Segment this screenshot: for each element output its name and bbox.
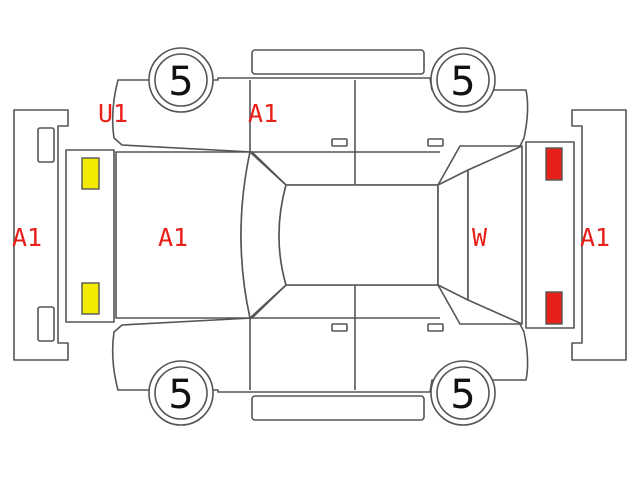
- code-rear-glass: W: [472, 223, 488, 252]
- headlight-left: [81, 157, 100, 190]
- tire-front-left: 5: [148, 47, 214, 113]
- tire-front-right-score: 5: [168, 372, 193, 418]
- rear-panel: [525, 141, 575, 329]
- tire-front-left-score: 5: [168, 59, 193, 105]
- code-hood: A1: [158, 223, 188, 252]
- side-top: [111, 77, 529, 186]
- roof: [278, 184, 439, 286]
- roof-rail-bottom: [251, 395, 425, 421]
- tire-rear-left: 5: [430, 47, 496, 113]
- tire-front-right: 5: [148, 360, 214, 426]
- code-rear-bumper: A1: [580, 223, 610, 252]
- rear-glass: [437, 169, 469, 301]
- tire-rear-right: 5: [430, 360, 496, 426]
- tire-rear-left-score: 5: [450, 59, 475, 105]
- rear-window: [467, 145, 523, 325]
- taillight-left: [545, 147, 563, 181]
- code-front-bumper: A1: [12, 223, 42, 252]
- roof-rail-top: [251, 49, 425, 75]
- tire-rear-right-score: 5: [450, 372, 475, 418]
- taillight-right: [545, 291, 563, 325]
- code-front-fender-left: U1: [98, 99, 128, 128]
- side-bottom: [111, 284, 529, 393]
- front-bumper: [13, 109, 69, 361]
- rear-bumper: [571, 109, 627, 361]
- headlight-right: [81, 282, 100, 315]
- front-panel: [65, 149, 115, 323]
- code-front-door-left: A1: [248, 99, 278, 128]
